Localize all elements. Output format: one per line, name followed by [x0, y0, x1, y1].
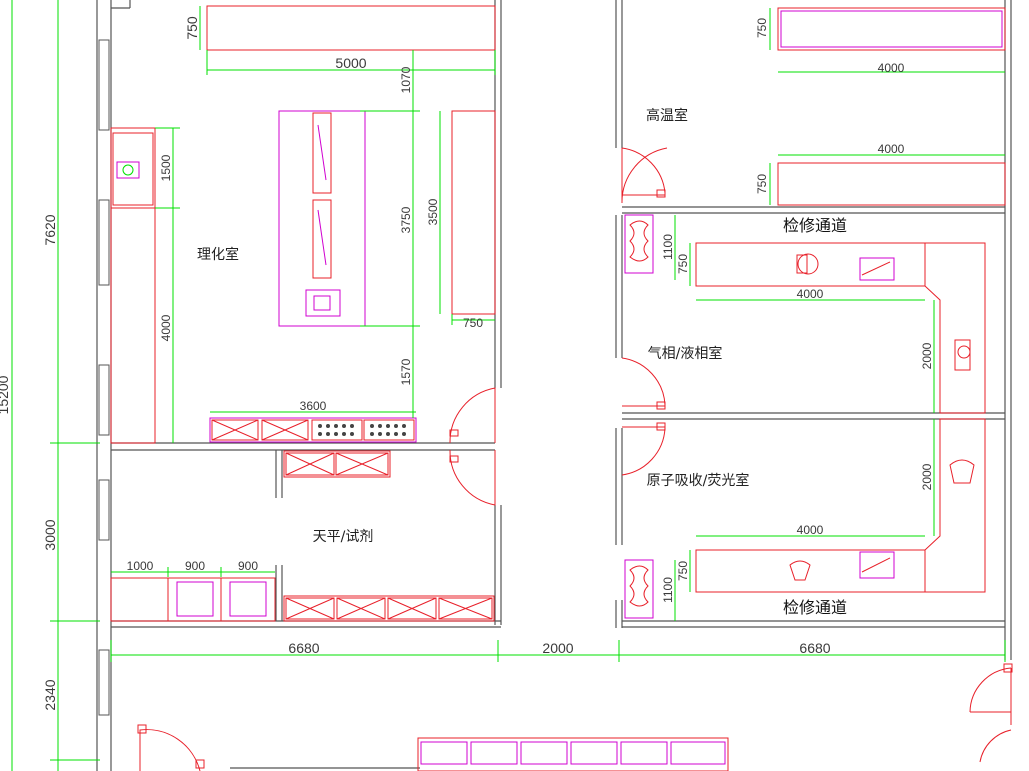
- room-aas-af: 原子吸收/荧光室: [647, 472, 750, 489]
- dim-3500: 3500: [426, 198, 440, 225]
- dim-3750: 3750: [399, 206, 413, 233]
- room-physchem: 理化室: [197, 246, 239, 263]
- dim-900a: 900: [185, 559, 205, 573]
- dim-bottom-6680-right: 6680: [799, 640, 830, 656]
- dim-left-7620: 7620: [42, 214, 58, 245]
- doors: [137, 147, 1013, 771]
- room-labels: 理化室 天平/试剂 高温室 气相/液相室 原子吸收/荧光室 检修通道 检修通道: [197, 107, 847, 617]
- dim-top-750: 750: [184, 16, 200, 40]
- dim-left-2340: 2340: [42, 679, 58, 710]
- furniture-right: [624, 7, 1006, 619]
- dim-gc-2000: 2000: [920, 342, 934, 369]
- dim-900b: 900: [238, 559, 258, 573]
- dim-aa-750: 750: [676, 561, 690, 581]
- dim-gc-750: 750: [676, 254, 690, 274]
- room-gc-lc: 气相/液相室: [648, 345, 723, 362]
- dim-aa-2000: 2000: [920, 463, 934, 490]
- dim-bottom-6680-left: 6680: [288, 640, 319, 656]
- furniture-left: [110, 5, 729, 771]
- dim-aa-1100: 1100: [661, 577, 675, 603]
- dim-bottom-2000: 2000: [542, 640, 573, 656]
- dim-1000: 1000: [127, 559, 154, 573]
- dim-gc-4000: 4000: [797, 287, 824, 301]
- dim-aa-4000: 4000: [797, 523, 824, 537]
- corridor-top-label: 检修通道: [783, 216, 847, 235]
- dim-left-3000: 3000: [42, 519, 58, 550]
- dim-1570: 1570: [399, 358, 413, 385]
- room-balance: 天平/试剂: [313, 529, 374, 545]
- dim-1500: 1500: [159, 154, 173, 181]
- dim-left-total: 15200: [0, 375, 11, 414]
- dim-gc-1100: 1100: [661, 234, 675, 260]
- dim-ht-4000-top: 4000: [878, 61, 905, 75]
- dim-top-5000: 5000: [335, 55, 366, 71]
- dim-3600: 3600: [300, 399, 327, 413]
- dimension-labels: 15200 7620 3000 2340 750 5000 1070 1500 …: [0, 16, 934, 710]
- dim-ht-750-top: 750: [755, 18, 769, 38]
- dim-ht-750-mid: 750: [755, 174, 769, 194]
- dim-750-bench: 750: [463, 316, 483, 330]
- corridor-bottom-label: 检修通道: [783, 598, 847, 617]
- dimension-lines: [11, 0, 1006, 771]
- dim-4000-left: 4000: [159, 314, 173, 341]
- room-high-temp: 高温室: [646, 107, 688, 124]
- dim-1070: 1070: [399, 66, 413, 93]
- dim-ht-4000-mid: 4000: [878, 142, 905, 156]
